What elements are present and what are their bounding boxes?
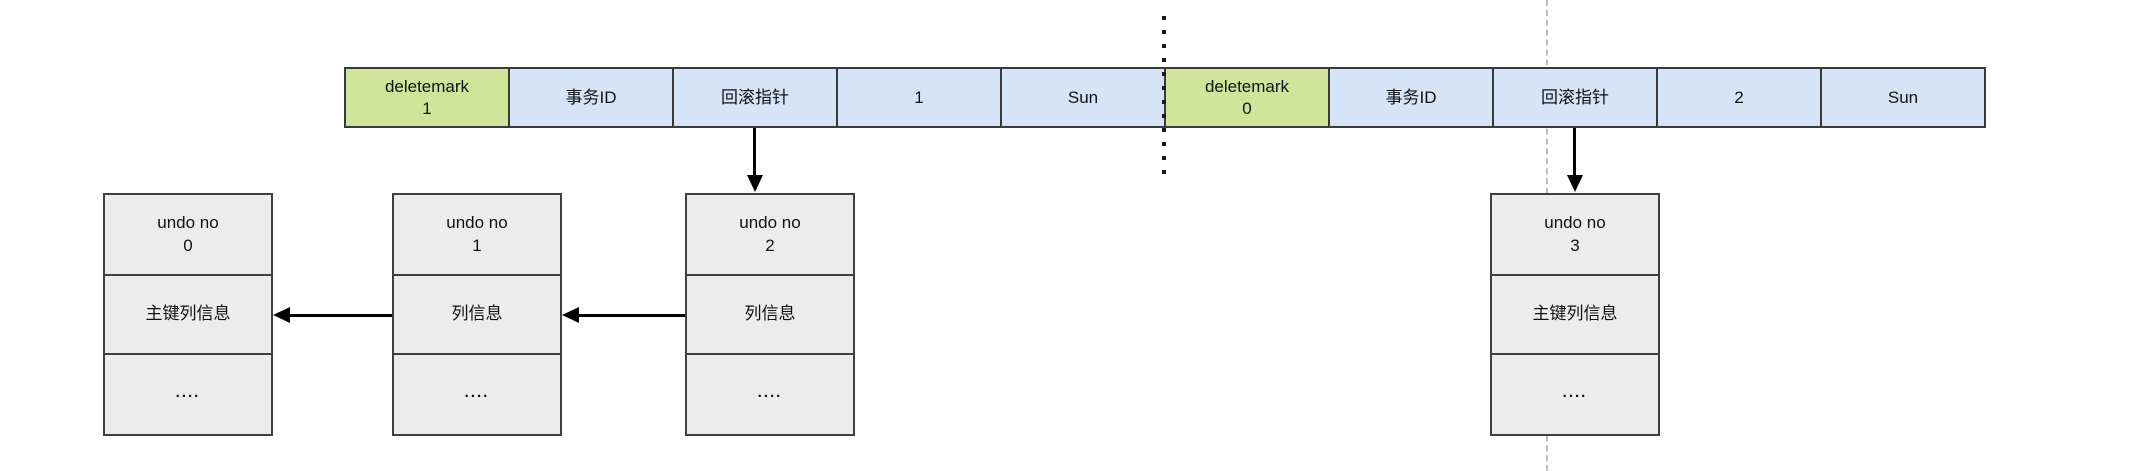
undo-box-info: 主键列信息: [105, 274, 271, 353]
arrow-record2-to-undo3-shaft: [1573, 128, 1576, 177]
arrow-undo1-to-undo0-head: [273, 307, 290, 323]
undo-box-title-text: undo no: [739, 213, 801, 233]
undo-box-title: undo no 1: [394, 195, 560, 274]
undo-box-1: undo no 1 列信息 ....: [392, 193, 562, 436]
dotted-record-separator: [1162, 16, 1166, 176]
cell-text: Sun: [1067, 87, 1099, 107]
undo-box-title-text: undo no: [446, 213, 508, 233]
cell-text: 0: [1242, 98, 1252, 118]
arrow-record2-to-undo3-head: [1567, 175, 1583, 192]
undo-box-number: 0: [183, 235, 193, 255]
undo-box-0: undo no 0 主键列信息 ....: [103, 193, 273, 436]
record2-cell-pk-value: 2: [1656, 67, 1822, 128]
undo-box-title: undo no 0: [105, 195, 271, 274]
undo-box-number: 2: [765, 235, 775, 255]
undo-box-ellipsis: ....: [394, 353, 560, 430]
record2-cell-deletemark: deletemark 0: [1164, 67, 1330, 128]
arrow-record1-to-undo2-shaft: [753, 128, 756, 177]
record1-cell-rollback-pointer: 回滚指针: [672, 67, 838, 128]
undo-box-title-text: undo no: [1544, 213, 1606, 233]
undo-box-ellipsis: ....: [105, 353, 271, 430]
record1-cell-pk-value: 1: [836, 67, 1002, 128]
record2-cell-rollback-pointer: 回滚指针: [1492, 67, 1658, 128]
record2-cell-txn-id: 事务ID: [1328, 67, 1494, 128]
arrow-undo1-to-undo0-shaft: [289, 314, 392, 317]
undo-box-number: 1: [472, 235, 482, 255]
cell-text: Sun: [1887, 87, 1919, 107]
record1-cell-deletemark: deletemark 1: [344, 67, 510, 128]
cell-text: 回滚指针: [721, 87, 789, 107]
arrow-undo2-to-undo1-head: [562, 307, 579, 323]
undo-box-title-text: undo no: [157, 213, 219, 233]
undo-box-title: undo no 2: [687, 195, 853, 274]
cell-text: 1: [422, 98, 432, 118]
record2-cell-name-value: Sun: [1820, 67, 1986, 128]
undo-box-info: 列信息: [394, 274, 560, 353]
undo-box-number: 3: [1570, 235, 1580, 255]
undo-box-info: 主键列信息: [1492, 274, 1658, 353]
arrow-record1-to-undo2-head: [747, 175, 763, 192]
record1-cell-txn-id: 事务ID: [508, 67, 674, 128]
undo-box-3: undo no 3 主键列信息 ....: [1490, 193, 1660, 436]
undo-box-title: undo no 3: [1492, 195, 1658, 274]
record1-cell-name-value: Sun: [1000, 67, 1166, 128]
cell-text: 事务ID: [565, 87, 617, 107]
undo-box-ellipsis: ....: [1492, 353, 1658, 430]
undo-box-ellipsis: ....: [687, 353, 853, 430]
undo-box-info: 列信息: [687, 274, 853, 353]
record-row: deletemark 1 事务ID 回滚指针 1 Sun deletemark …: [344, 67, 1986, 128]
undo-box-2: undo no 2 列信息 ....: [685, 193, 855, 436]
cell-text: 事务ID: [1385, 87, 1437, 107]
cell-text: 回滚指针: [1541, 87, 1609, 107]
cell-text: deletemark: [384, 77, 470, 97]
cell-text: 1: [914, 87, 924, 107]
arrow-undo2-to-undo1-shaft: [578, 314, 685, 317]
cell-text: 2: [1734, 87, 1744, 107]
cell-text: deletemark: [1204, 77, 1290, 97]
